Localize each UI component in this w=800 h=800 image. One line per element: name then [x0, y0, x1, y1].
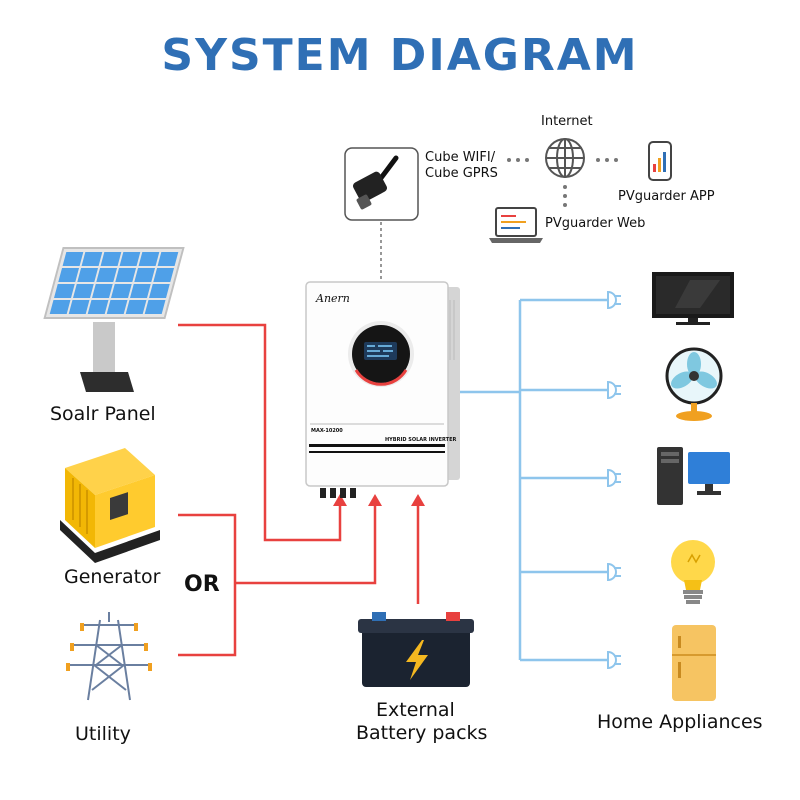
generator-line	[178, 513, 237, 657]
solar-line	[178, 323, 342, 542]
web-label: PVguarder Web	[545, 216, 646, 231]
desktop-computer-icon	[657, 447, 730, 505]
input-connections	[178, 323, 420, 657]
battery-label-line2: Battery packs	[356, 722, 488, 744]
app-label: PVguarder APP	[618, 189, 715, 204]
utility-label: Utility	[75, 723, 131, 745]
plug-icon	[607, 650, 621, 670]
laptop-icon	[489, 207, 543, 243]
battery-icon	[358, 612, 474, 687]
plug-icon	[607, 468, 621, 488]
solar-panel-label: Soalr Panel	[50, 403, 156, 425]
plug-icon	[607, 562, 621, 582]
generator-icon	[60, 448, 160, 563]
communication-links	[507, 158, 618, 207]
plug-icon	[607, 290, 621, 310]
insulators	[66, 623, 152, 671]
fan-icon	[665, 347, 723, 421]
input-arrows	[333, 494, 425, 506]
light-bulb-icon	[671, 540, 715, 604]
generator-label: Generator	[64, 566, 161, 588]
output-connections	[456, 298, 608, 662]
internet-label: Internet	[541, 114, 593, 129]
or-label: OR	[184, 572, 220, 597]
generator-utility-line	[235, 504, 377, 585]
page-title: SYSTEM DIAGRAM	[161, 30, 639, 81]
home-appliances-label: Home Appliances	[597, 711, 763, 733]
plug-icon	[607, 380, 621, 400]
cube-label-line1: Cube WIFI/	[425, 150, 496, 165]
power-tower-icon	[68, 612, 150, 701]
tv-icon	[652, 272, 734, 325]
solar-panel-icon	[43, 247, 185, 392]
globe-icon	[545, 138, 585, 178]
wifi-dongle-icon	[344, 147, 419, 221]
cube-label-line2: Cube GPRS	[425, 166, 498, 181]
battery-label-line1: External	[376, 699, 455, 721]
inverter-brand: Anern	[316, 292, 350, 305]
inverter-model: MAX-10200	[311, 428, 343, 434]
hybrid-inverter	[305, 281, 460, 498]
inverter-caption: HYBRID SOLAR INVERTER	[385, 437, 457, 443]
refrigerator-icon	[672, 625, 716, 701]
smartphone-icon	[648, 141, 672, 181]
plug-icons	[607, 290, 621, 670]
